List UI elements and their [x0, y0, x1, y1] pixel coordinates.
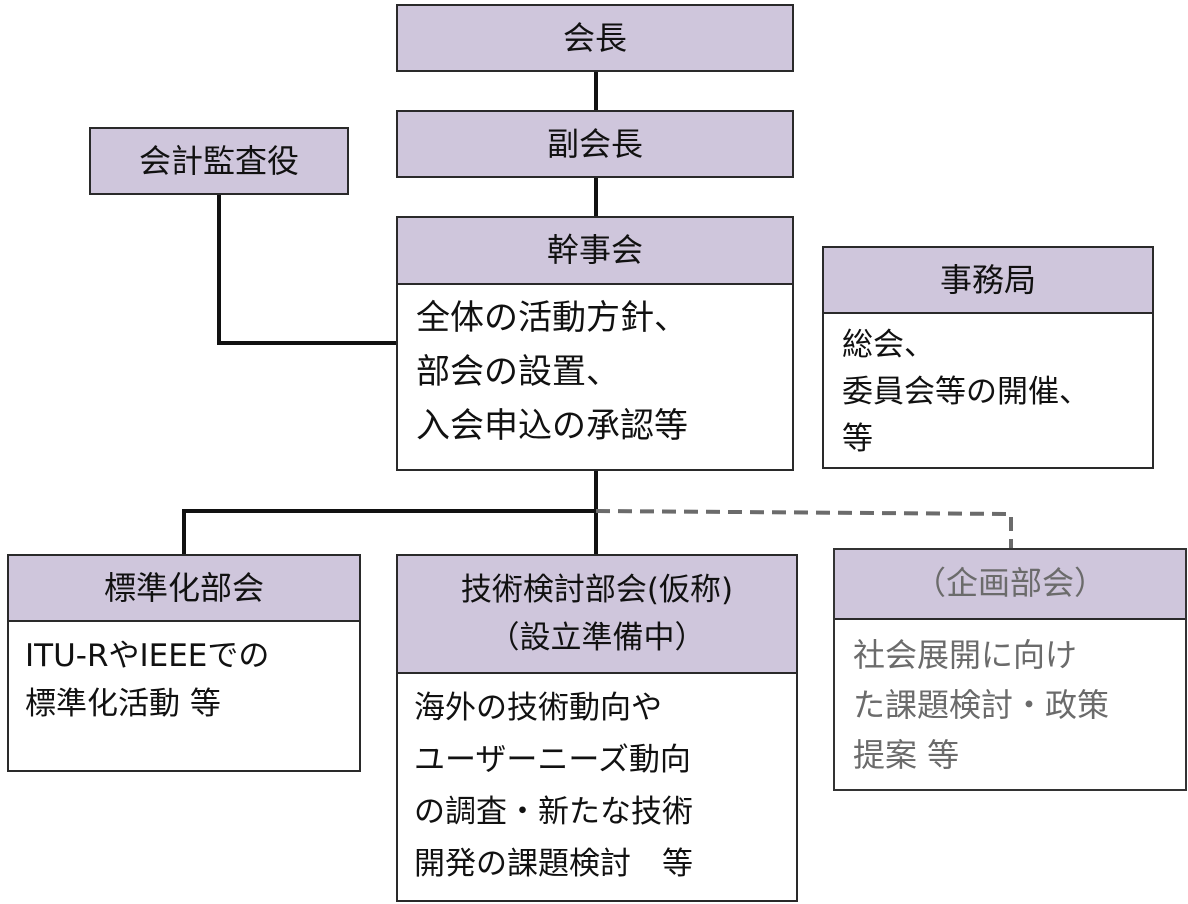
planning-line-2: た課題検討・政策	[853, 686, 1110, 724]
steering-line-3: 入会申込の承認等	[416, 406, 688, 446]
technical-title-line-2: （設立準備中）	[488, 620, 706, 656]
standardization-line-1: ITU-RやIEEEでの	[25, 638, 270, 674]
secretariat-line-1: 総会、	[842, 327, 935, 363]
vice-chairman-title: 副会長	[398, 112, 792, 176]
standardization-connector	[182, 509, 596, 556]
auditor-steering-connector	[217, 193, 398, 345]
steering-line-1: 全体の活動方針、	[416, 298, 688, 338]
steering-committee-box: 幹事会 全体の活動方針、 部会の設置、 入会申込の承認等	[396, 216, 794, 471]
steering-committee-title: 幹事会	[398, 218, 792, 285]
secretariat-line-2: 委員会等の開催、	[842, 374, 1090, 410]
steering-committee-description: 全体の活動方針、 部会の設置、 入会申込の承認等	[398, 285, 792, 453]
secretariat-box: 事務局 総会、 委員会等の開催、 等	[822, 246, 1154, 469]
planning-subcommittee-description: 社会展開に向け た課題検討・政策 提案 等	[835, 620, 1185, 780]
auditor-box: 会計監査役	[89, 127, 349, 195]
technical-title-line-1: 技術検討部会(仮称)	[460, 572, 734, 608]
technical-subcommittee-title: 技術検討部会(仮称) （設立準備中）	[398, 556, 796, 674]
planning-dashed-connector	[595, 509, 1013, 548]
secretariat-line-3: 等	[842, 421, 873, 457]
secretariat-title: 事務局	[824, 248, 1152, 314]
standardization-subcommittee-description: ITU-RやIEEEでの 標準化活動 等	[9, 622, 359, 728]
standardization-subcommittee-title: 標準化部会	[9, 556, 359, 622]
technical-line-1: 海外の技術動向や	[414, 690, 662, 726]
vice-chairman-box: 副会長	[396, 110, 794, 178]
chairman-box: 会長	[396, 4, 794, 72]
technical-line-4: 開発の課題検討 等	[414, 846, 693, 882]
secretariat-description: 総会、 委員会等の開催、 等	[824, 314, 1152, 463]
standardization-line-2: 標準化活動 等	[25, 686, 221, 722]
planning-subcommittee-box: （企画部会） 社会展開に向け た課題検討・政策 提案 等	[833, 548, 1187, 791]
standardization-subcommittee-box: 標準化部会 ITU-RやIEEEでの 標準化活動 等	[7, 554, 361, 772]
technical-line-3: の調査・新たな技術	[414, 794, 693, 830]
technical-subcommittee-description: 海外の技術動向や ユーザーニーズ動向 の調査・新たな技術 開発の課題検討 等	[398, 674, 796, 890]
planning-line-3: 提案 等	[853, 736, 960, 774]
technical-subcommittee-box: 技術検討部会(仮称) （設立準備中） 海外の技術動向や ユーザーニーズ動向 の調…	[396, 554, 798, 902]
planning-line-1: 社会展開に向け	[853, 636, 1078, 674]
technical-line-2: ユーザーニーズ動向	[414, 742, 691, 778]
steering-line-2: 部会の設置、	[416, 352, 620, 392]
chairman-title: 会長	[398, 6, 792, 70]
auditor-title: 会計監査役	[91, 129, 347, 193]
planning-subcommittee-title: （企画部会）	[835, 550, 1185, 620]
